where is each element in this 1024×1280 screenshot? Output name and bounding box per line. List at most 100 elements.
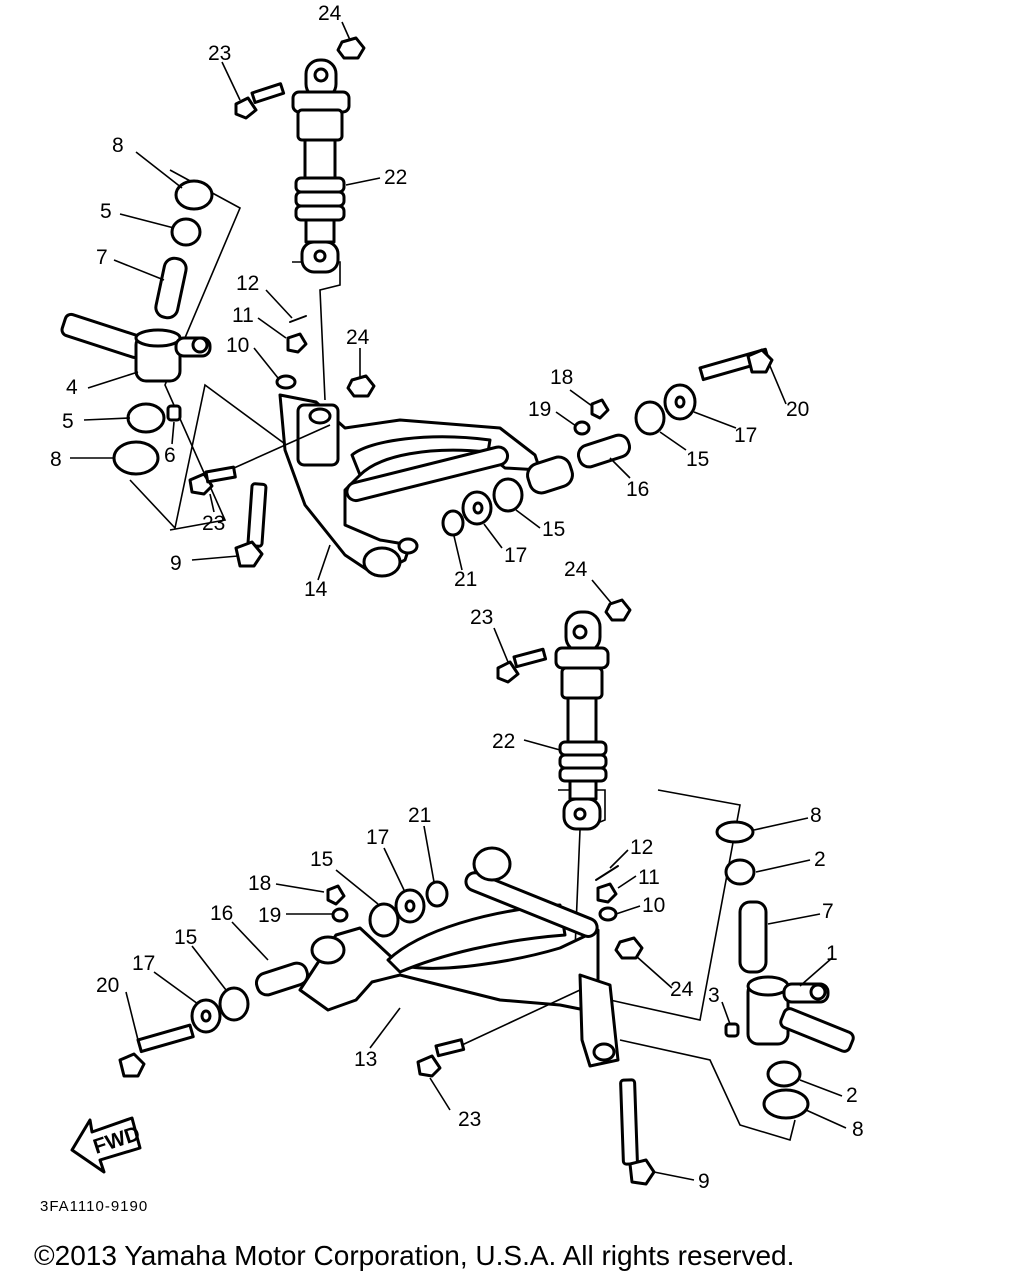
bottom-collar-16 (254, 961, 310, 997)
top-collar-16 (576, 433, 632, 469)
callout-8: 8 (112, 134, 124, 157)
bottom-bushing-2-lower (766, 1060, 802, 1088)
bottom-knuckle-frame-lower (619, 1039, 796, 1142)
top-collar-7 (154, 256, 188, 320)
callout-20: 20 (786, 398, 809, 421)
bottom-arm-13 (298, 846, 620, 1068)
callout-7: 7 (96, 246, 108, 269)
top-nut-24-mid (346, 374, 376, 398)
callout-4: 4 (66, 376, 78, 399)
callout-5: 5 (100, 200, 112, 223)
bottom-collar-7 (738, 900, 768, 974)
top-cotter-pin-12 (289, 315, 307, 323)
top-knuckle-frame-lower (129, 383, 301, 530)
callout-7: 7 (822, 900, 834, 923)
callout-24: 24 (346, 326, 370, 349)
callout-12: 12 (630, 836, 653, 859)
callout-10: 10 (226, 334, 249, 357)
bottom-nut-24 (604, 598, 632, 622)
top-assembly: 24 23 22 8 5 7 12 11 10 24 4 5 6 8 23 9 … (50, 2, 809, 601)
callout-22: 22 (384, 166, 407, 189)
callout-19: 19 (528, 398, 551, 421)
callout-19: 19 (258, 904, 281, 927)
callout-14: 14 (304, 578, 328, 601)
fwd-arrow: FWD (70, 1116, 143, 1174)
callout-15: 15 (686, 448, 709, 471)
callout-23: 23 (470, 606, 493, 629)
callout-15: 15 (310, 848, 333, 871)
callout-17: 17 (132, 952, 155, 975)
bottom-bushing-15 (368, 902, 400, 938)
callout-5: 5 (62, 410, 74, 433)
top-bolt-20 (698, 347, 774, 382)
bottom-nut-24-mid (614, 936, 644, 960)
bottom-callout-labels: 24 23 22 21 17 15 18 19 16 15 17 20 13 2… (96, 558, 864, 1193)
top-bushing-15-right (634, 400, 666, 436)
callout-9: 9 (698, 1170, 710, 1193)
callout-18: 18 (248, 872, 271, 895)
top-callout-labels: 24 23 22 8 5 7 12 11 10 24 4 5 6 8 23 9 … (50, 2, 809, 601)
bottom-grease-19 (331, 907, 349, 923)
top-nut-6 (166, 404, 182, 422)
callout-12: 12 (236, 272, 259, 295)
callout-8: 8 (50, 448, 62, 471)
top-bushing-5 (170, 217, 202, 247)
top-bushing-15 (492, 477, 524, 513)
callout-24: 24 (564, 558, 588, 581)
callout-3: 3 (708, 984, 720, 1007)
top-nut-21 (441, 509, 465, 537)
bottom-cotter-pin-12 (595, 865, 619, 881)
callout-18: 18 (550, 366, 573, 389)
callout-24: 24 (318, 2, 342, 25)
top-bolt-9 (234, 482, 268, 568)
callout-21: 21 (408, 804, 431, 827)
top-nut-24 (336, 36, 366, 60)
bottom-bolt-23-lower (416, 989, 581, 1078)
callout-24: 24 (670, 978, 694, 1001)
bottom-leaders (125, 579, 847, 1181)
callout-10: 10 (642, 894, 665, 917)
bottom-washer-10 (598, 906, 618, 922)
callout-6: 6 (164, 444, 176, 467)
bottom-assembly: 24 23 22 21 17 15 18 19 16 15 17 20 13 2… (96, 558, 864, 1193)
bottom-bolt-23 (496, 647, 548, 684)
top-knuckle-frame (164, 169, 242, 531)
top-knuckle-4 (60, 312, 212, 383)
callout-17: 17 (366, 826, 389, 849)
bottom-fitting-18 (326, 884, 346, 906)
callout-22: 22 (492, 730, 515, 753)
callout-17: 17 (504, 544, 527, 567)
callout-17: 17 (734, 424, 757, 447)
top-grease-19 (573, 420, 591, 436)
callout-13: 13 (354, 1048, 377, 1071)
top-bolt-23-left (188, 424, 331, 496)
callout-16: 16 (626, 478, 649, 501)
callout-20: 20 (96, 974, 119, 997)
callout-1: 1 (826, 942, 838, 965)
callout-16: 16 (210, 902, 233, 925)
top-arm-14 (278, 393, 542, 578)
top-bushing-5-lower (126, 402, 166, 434)
top-fitting-18 (590, 398, 610, 420)
top-nut-11 (286, 332, 308, 354)
top-shock-absorber (291, 58, 351, 274)
callout-11: 11 (232, 304, 254, 327)
bottom-bushing-2 (724, 858, 756, 886)
top-washer-10 (275, 374, 297, 390)
bottom-nut-21 (425, 880, 449, 908)
top-shock-frame (292, 261, 341, 401)
callout-23: 23 (208, 42, 231, 65)
callout-2: 2 (846, 1084, 858, 1107)
top-pivot-end (526, 455, 574, 495)
callout-15: 15 (542, 518, 565, 541)
bottom-knuckle-frame (609, 789, 741, 1021)
bottom-seal-8 (715, 820, 755, 844)
copyright-notice: ©2013 Yamaha Motor Corporation, U.S.A. A… (34, 1240, 795, 1271)
bottom-knuckle-1 (746, 975, 855, 1053)
callout-21: 21 (454, 568, 477, 591)
bottom-nut-11 (596, 882, 618, 904)
bottom-bolt-9 (619, 1078, 656, 1186)
bottom-seal-8-lower (762, 1088, 810, 1120)
bottom-nut-3 (724, 1022, 740, 1038)
